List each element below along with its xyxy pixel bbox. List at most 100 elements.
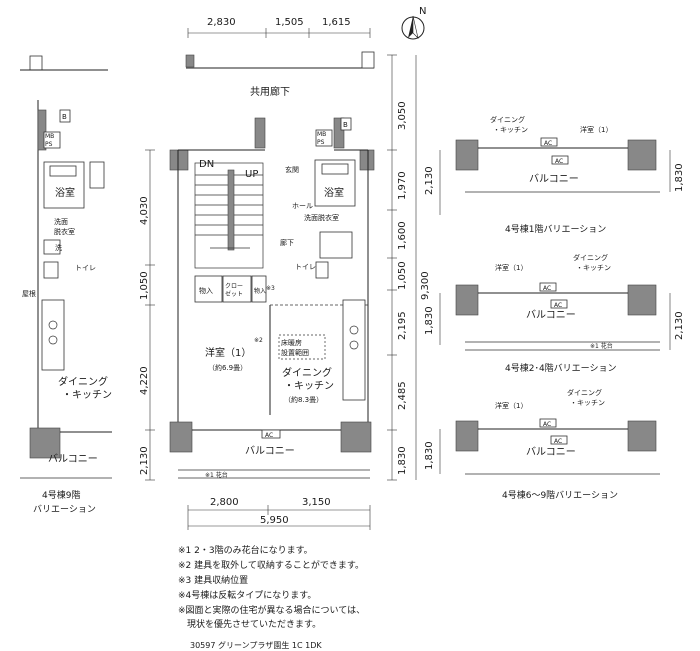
floor-heat-label-1: 床暖房 xyxy=(281,338,302,347)
closet-label-1: クロー xyxy=(225,283,243,290)
ps-label-left: PS xyxy=(45,141,53,148)
stair-treads xyxy=(195,169,263,251)
b-label-left: B xyxy=(62,113,67,121)
v1-right-dim: 1,830 xyxy=(674,163,685,192)
hall-label: ホール xyxy=(292,202,313,210)
left-dim-3: 4,220 xyxy=(139,366,150,395)
ac-box-main xyxy=(261,429,281,439)
note-2: ※2 建具を取外して収納することができます。 xyxy=(178,561,364,571)
bathtub xyxy=(321,163,349,175)
right-dim-4: 1,050 xyxy=(397,261,408,290)
right-dim-7: 1,830 xyxy=(397,446,408,475)
right-dim-2: 1,970 xyxy=(397,171,408,200)
toilet-fixture xyxy=(315,261,329,279)
kitchen-counter xyxy=(342,299,366,401)
top-dimensions: 2,830 1,505 1,615 xyxy=(187,17,371,38)
mark-3: ※3 xyxy=(266,285,275,292)
balcony-label-main: バルコニー xyxy=(245,445,295,457)
dining-label: ダイニング xyxy=(282,366,332,379)
washroom-label-main: 洗面脱衣室 xyxy=(304,213,339,222)
dining-label-left: ダイニング xyxy=(58,375,108,388)
bottom-dim-1: 2,800 xyxy=(210,497,239,508)
kitchen-label: ・キッチン xyxy=(284,380,334,392)
closet-label-2: ゼット xyxy=(225,290,243,298)
wash-label-left-2: 脱衣室 xyxy=(54,227,75,236)
v2-ac-top: AC xyxy=(543,285,551,292)
footer-code: 30597 グリーンプラザ園生 1C 1DK xyxy=(190,641,322,650)
bedroom-label: 洋室（1） xyxy=(205,346,251,359)
ps-label-main: PS xyxy=(317,139,325,146)
v1-kitchen: ・キッチン xyxy=(493,126,528,134)
v1-left-dim: 2,130 xyxy=(424,166,435,195)
toilet-label-main: トイレ xyxy=(295,263,316,271)
mark-2: ※2 xyxy=(254,337,263,344)
v2-left-dim: 1,830 xyxy=(424,306,435,335)
total-depth: 9,300 xyxy=(420,271,431,300)
floor-heat-label-2: 設置範囲 xyxy=(281,348,309,357)
left-dim-4: 2,130 xyxy=(139,446,150,475)
balcony-column-left xyxy=(169,421,193,453)
corridor-label: 共用廊下 xyxy=(250,85,290,98)
corridor-inner-label: 廊下 xyxy=(280,238,294,247)
roof-label: 屋根 xyxy=(22,289,36,298)
stair-up-label: UP xyxy=(245,169,258,180)
v2-dining: ダイニング xyxy=(573,253,608,262)
storage-short-label: 物入 xyxy=(254,287,266,295)
left-variation-line2: バリエーション xyxy=(33,504,96,515)
mb-label-left: MB xyxy=(45,133,54,140)
v3-kitchen: ・キッチン xyxy=(570,399,605,407)
v2-kitchen: ・キッチン xyxy=(576,264,611,272)
bath-label-main: 浴室 xyxy=(324,186,344,199)
balcony-label-left: バルコニー xyxy=(48,453,98,465)
v2-planter: ※1 花台 xyxy=(590,342,613,350)
left-dim-2: 1,050 xyxy=(139,271,150,300)
corridor-column xyxy=(185,54,195,68)
left-variation-plan: B MB PS 浴室 洗面 脱衣室 洗 トイレ 屋根 ダイニング ・キッチン バ… xyxy=(20,55,112,515)
note-5: ※図面と実際の住宅が異なる場合については、 xyxy=(178,606,366,616)
v3-balcony: バルコニー xyxy=(526,446,576,458)
bottom-total: 5,950 xyxy=(260,515,289,526)
right-dimensions: 3,050 1,970 1,600 1,050 2,195 2,485 1,83… xyxy=(387,54,431,481)
corridor-end-post xyxy=(361,51,375,69)
v3-ac-mid: AC xyxy=(554,438,562,445)
right-dim-6: 2,485 xyxy=(397,381,408,410)
note-6: 現状を優先させていただきます。 xyxy=(178,620,322,630)
balcony-column-right xyxy=(340,421,372,453)
v3-caption: 4号棟6～9階バリエーション xyxy=(502,489,618,501)
variation-1: ダイニング ・キッチン 洋室（1） AC AC バルコニー 2,130 1,83… xyxy=(424,115,685,235)
v1-ac-top: AC xyxy=(544,140,552,147)
right-dim-5: 2,195 xyxy=(397,311,408,340)
variation-3: ダイニング ・キッチン 洋室（1） AC AC バルコニー 1,830 4号棟6… xyxy=(424,388,660,501)
v1-balcony: バルコニー xyxy=(529,173,579,185)
compass-label: N xyxy=(419,6,426,17)
stair-dn-label: DN xyxy=(199,159,214,170)
storage-label: 物入 xyxy=(199,286,213,295)
v1-bedroom: 洋室（1） xyxy=(580,125,612,134)
wash-label-left: 洗面 xyxy=(54,217,68,226)
top-dim-3: 1,615 xyxy=(322,17,351,28)
top-dim-2: 1,505 xyxy=(275,17,304,28)
main-unit: DN UP 浴室 B MB PS 洗面脱衣室 玄関 ホール 廊下 トイレ 物入 … xyxy=(169,117,375,479)
planter-label-main: ※1 花台 xyxy=(205,471,228,479)
v2-balcony: バルコニー xyxy=(526,309,576,321)
top-dim-1: 2,830 xyxy=(207,17,236,28)
v2-caption: 4号棟2･4階バリエーション xyxy=(505,362,617,374)
note-3: ※3 建具収納位置 xyxy=(178,576,249,586)
north-compass-icon: N xyxy=(401,6,426,40)
bath-label-left: 浴室 xyxy=(55,186,75,199)
right-dim-1: 3,050 xyxy=(397,101,408,130)
wash-basin-label: 洗 xyxy=(55,243,62,252)
ac-label-main: AC xyxy=(265,432,273,439)
kitchen-label-left: ・キッチン xyxy=(62,389,112,401)
bottom-dim-2: 3,150 xyxy=(302,497,331,508)
mb-label-main: MB xyxy=(317,131,326,138)
v3-ac-top: AC xyxy=(543,421,551,428)
note-4: ※4号棟は反転タイプになります。 xyxy=(178,591,317,601)
v1-ac-mid: AC xyxy=(555,158,563,165)
v3-dining: ダイニング xyxy=(567,388,602,397)
left-dim-1: 4,030 xyxy=(139,196,150,225)
left-variation-line1: 4号棟9階 xyxy=(42,489,80,501)
note-1: ※1 2・3階のみ花台になります。 xyxy=(178,546,313,556)
toilet-label-left: トイレ xyxy=(75,264,96,272)
